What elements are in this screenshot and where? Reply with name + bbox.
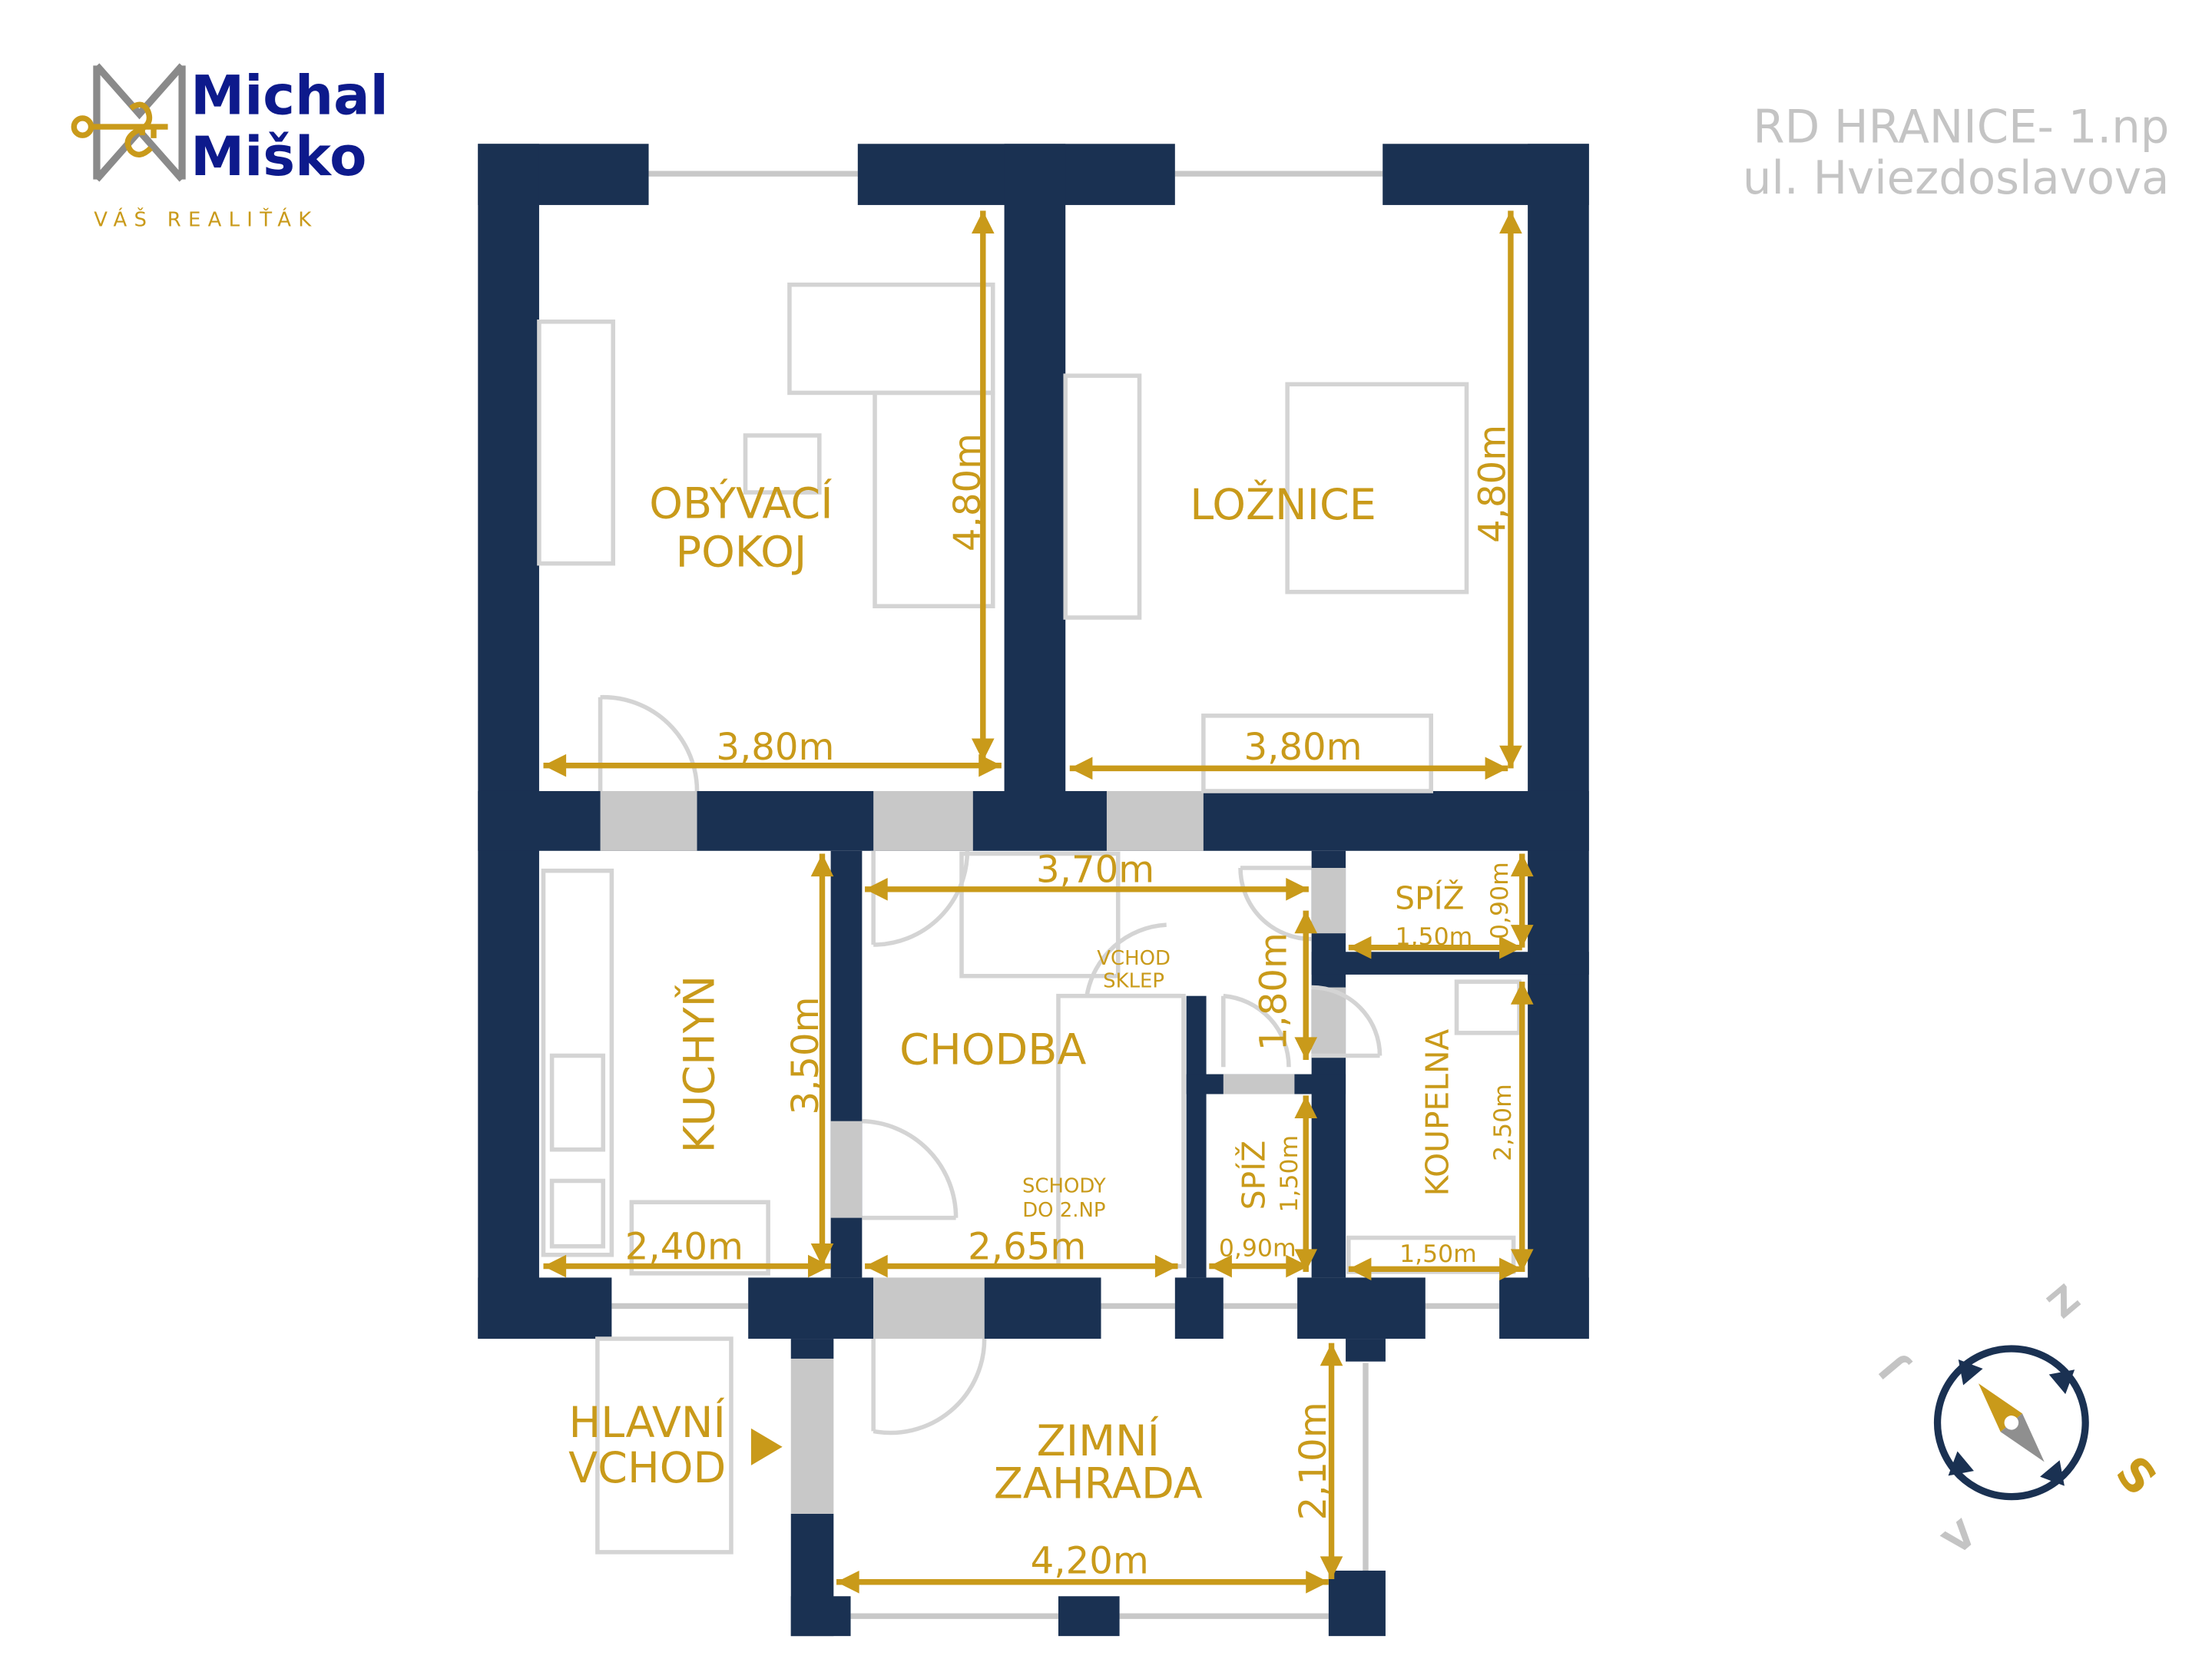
dim-spiz-small-width: 0,90m [1219, 1235, 1296, 1263]
room-label-zimni-2: ZAHRADA [994, 1459, 1203, 1508]
dim-arrow-hall-height [1294, 910, 1318, 1061]
dimension-arrows [543, 210, 1534, 1594]
dim-arrow-obyvaci-height [971, 210, 995, 762]
dim-arrow-spiz-top-width [1348, 935, 1522, 959]
room-label-spiz-top: SPÍŽ [1395, 880, 1464, 917]
walls [478, 144, 1589, 1637]
dim-arrow-zimni-width [836, 1570, 1329, 1594]
dim-arrow-loznice-width [1069, 757, 1508, 780]
dim-loznice-width: 3,80m [1243, 726, 1362, 769]
dim-arrow-kuchyn-width [543, 1254, 831, 1278]
compass-icon [1933, 1345, 2089, 1501]
furniture [537, 282, 1522, 1555]
label-vchod-sklep-2: SKLEP [1103, 970, 1164, 993]
dim-zimni-height: 2,10m [1292, 1402, 1335, 1520]
dim-hall-height: 1,80m [1252, 932, 1295, 1051]
dim-spiz-top-width: 1,50m [1396, 923, 1473, 951]
dim-arrow-koupelna-width [1348, 1257, 1522, 1281]
windows [611, 171, 1500, 1619]
room-label-hlavni-2: VCHOD [568, 1443, 726, 1493]
dim-kuchyn-width: 2,40m [625, 1225, 743, 1268]
dim-arrow-loznice-height [1499, 210, 1522, 769]
room-label-spiz-small: SPÍŽ [1236, 1141, 1273, 1210]
room-label-obyvaci-1: OBÝVACÍ [649, 478, 833, 528]
dim-loznice-height: 4,80m [1472, 425, 1515, 543]
dim-zimni-width: 4,20m [1031, 1540, 1149, 1583]
dim-arrow-spiz-top-height [1510, 853, 1534, 948]
entrance-arrow-icon [750, 1428, 783, 1465]
dim-koupelna-height: 2,50m [1489, 1084, 1517, 1161]
room-label-chodba: CHODBA [899, 1025, 1086, 1075]
logo-mark-icon [71, 63, 186, 182]
dim-arrow-chodba-bottom [865, 1254, 1178, 1278]
logo-name-line2: Miško [190, 125, 366, 188]
dim-chodba-bottom: 2,65m [968, 1225, 1086, 1268]
label-vchod-sklep-1: VCHOD [1097, 947, 1171, 970]
door-openings [600, 790, 1346, 1514]
plan-address: ul. Hviezdoslavova [1743, 151, 2170, 204]
dim-arrow-spiz-small-height [1294, 1095, 1318, 1272]
dim-arrow-koupelna-height [1510, 982, 1534, 1272]
room-label-zimni-1: ZIMNÍ [1037, 1416, 1160, 1466]
compass-east-label: V [1936, 1512, 1985, 1564]
label-schody-2: DO 2.NP [1022, 1199, 1105, 1222]
logo-tagline: VÁŠ REALIŤÁK [94, 207, 318, 232]
logo: Michal Miško VÁŠ REALIŤÁK [71, 63, 389, 232]
dim-obyvaci-width: 3,80m [716, 726, 834, 769]
compass-south-label: J [1871, 1348, 1914, 1388]
room-label-obyvaci-2: POKOJ [676, 527, 807, 577]
room-label-loznice: LOŽNICE [1190, 480, 1376, 530]
dim-chodba-top: 3,70m [1036, 849, 1154, 892]
dim-koupelna-width: 1,50m [1399, 1240, 1477, 1268]
dim-arrow-kuchyn-height [810, 853, 834, 1267]
dim-spiz-small-height: 1,50m [1276, 1135, 1303, 1213]
room-label-hlavni-1: HLAVNÍ [569, 1397, 726, 1448]
logo-name-line1: Michal [190, 64, 389, 127]
room-label-kuchyn: KUCHYŇ [675, 975, 725, 1154]
compass-west-label: Z [2038, 1275, 2087, 1325]
dim-kuchyn-height: 3,50m [784, 996, 827, 1114]
dim-spiz-top-height: 0,90m [1486, 862, 1514, 939]
plan-title: RD HRANICE- 1.np [1753, 100, 2169, 153]
dim-arrow-zimni-height [1320, 1343, 1343, 1580]
dim-arrow-spiz-small-width [1209, 1254, 1309, 1278]
dim-obyvaci-height: 4,80m [946, 433, 989, 551]
compass-north-label: S [2105, 1446, 2167, 1505]
dim-arrow-chodba-top [865, 877, 1309, 901]
room-label-koupelna: KOUPELNA [1419, 1029, 1455, 1197]
label-schody-1: SCHODY [1022, 1174, 1106, 1197]
